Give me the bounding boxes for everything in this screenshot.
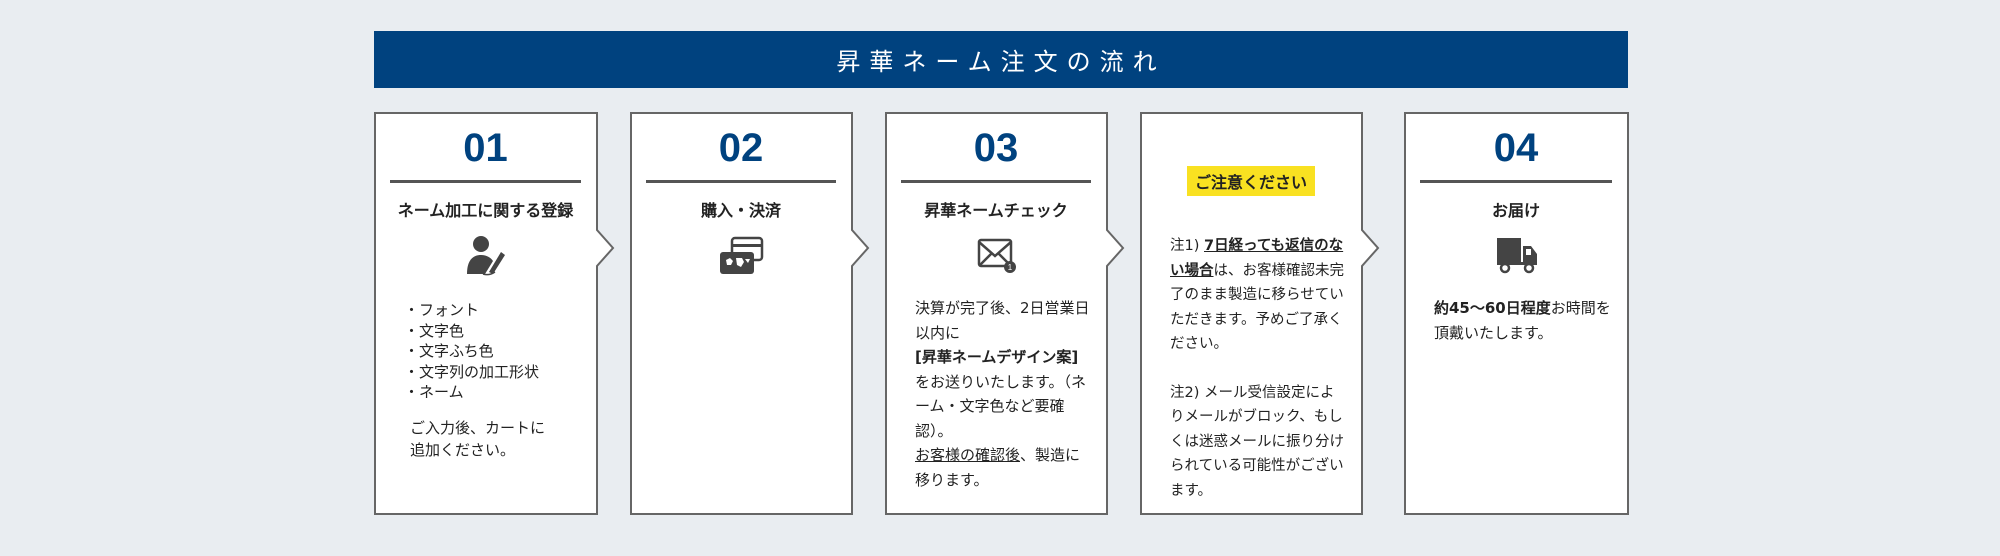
caution-note-1: 注1) 7日経っても返信のない場合は、お客様確認未完了のまま製造に移らせていただ… — [1170, 234, 1346, 357]
step-02-card: 02 購入・決済 — [630, 112, 870, 515]
registration-items: フォント 文字色 文字ふち色 文字列の加工形状 ネーム — [404, 300, 583, 403]
step-title: 購入・決済 — [700, 201, 781, 220]
step-number: 04 — [1493, 126, 1539, 170]
list-item: 文字ふち色 — [404, 341, 583, 362]
note-prefix: 注1) — [1170, 238, 1204, 254]
divider — [1420, 180, 1612, 183]
note-text: は、お客様確認未完了のまま製造に移らせていただきます。予めご了承ください。 — [1170, 262, 1344, 353]
step-title: お届け — [1491, 201, 1540, 220]
description-text: 決算が完了後、2日営業日以内に — [915, 299, 1090, 342]
caution-badge: ご注意ください — [1186, 166, 1316, 196]
delivery-period: 約45〜60日程度 — [1434, 299, 1551, 317]
card-frame — [630, 112, 870, 515]
step-01-card: 01 ネーム加工に関する登録 フォント 文字色 文字ふち色 文字列の加工形状 ネ… — [374, 112, 615, 515]
flow-title: 昇華ネーム注文の流れ — [836, 48, 1166, 76]
credit-card-icon — [720, 236, 764, 274]
step-title: ネーム加工に関する登録 — [397, 201, 574, 220]
note-text: ご入力後、カートに — [410, 418, 546, 437]
list-item: 文字列の加工形状 — [404, 362, 583, 383]
delivery-description: 約45〜60日程度お時間を頂戴いたします。 — [1434, 296, 1616, 346]
divider — [901, 180, 1091, 183]
step-number: 03 — [973, 126, 1019, 170]
customer-confirmation-text: お客様の確認後 — [915, 446, 1021, 464]
flow-header: 昇華ネーム注文の流れ — [374, 31, 1628, 88]
list-item: 文字色 — [404, 321, 583, 342]
step-title: 昇華ネームチェック — [924, 201, 1068, 220]
divider — [390, 180, 581, 183]
card-frame — [885, 112, 1125, 515]
list-item: フォント — [404, 300, 583, 321]
check-description: 決算が完了後、2日営業日以内に [昇華ネームデザイン案] をお送りいたします。（… — [915, 296, 1091, 492]
caution-note-2: 注2) メール受信設定によりメールがブロック、もしくは迷惑メールに振り分けられて… — [1170, 384, 1344, 499]
description-text: お時間を頂戴いたします。 — [1434, 299, 1611, 342]
step-number: 02 — [718, 126, 764, 170]
description-text: 、製造に移ります。 — [915, 446, 1081, 489]
divider — [646, 180, 836, 183]
design-proposal-text: [昇華ネームデザイン案] — [915, 348, 1079, 366]
step-04-card: 04 お届け 約45〜60日程度お時間を頂戴いたします。 — [1404, 112, 1629, 515]
svg-text:1: 1 — [1008, 263, 1013, 272]
caution-card: ご注意ください 注1) 7日経っても返信のない場合は、お客様確認未完了のまま製造… — [1140, 112, 1380, 515]
mail-notification-icon: 1 — [977, 238, 1016, 273]
list-item: ネーム — [404, 382, 583, 403]
description-text: をお送りいたします。（ネーム・文字色など要確認）。 — [915, 372, 1087, 440]
note-text: 追加ください。 — [410, 440, 516, 459]
no-reply-warning: 7日経っても返信のない場合 — [1170, 238, 1344, 279]
step-number: 01 — [463, 126, 508, 170]
card-frame — [1140, 112, 1380, 515]
step-03-card: 03 昇華ネームチェック 1 決算が完了後、2日営業日以内に [昇華ネームデザイ… — [885, 112, 1125, 515]
card-frame — [1404, 112, 1629, 515]
user-pen-icon — [466, 236, 505, 276]
delivery-truck-icon — [1497, 238, 1537, 274]
